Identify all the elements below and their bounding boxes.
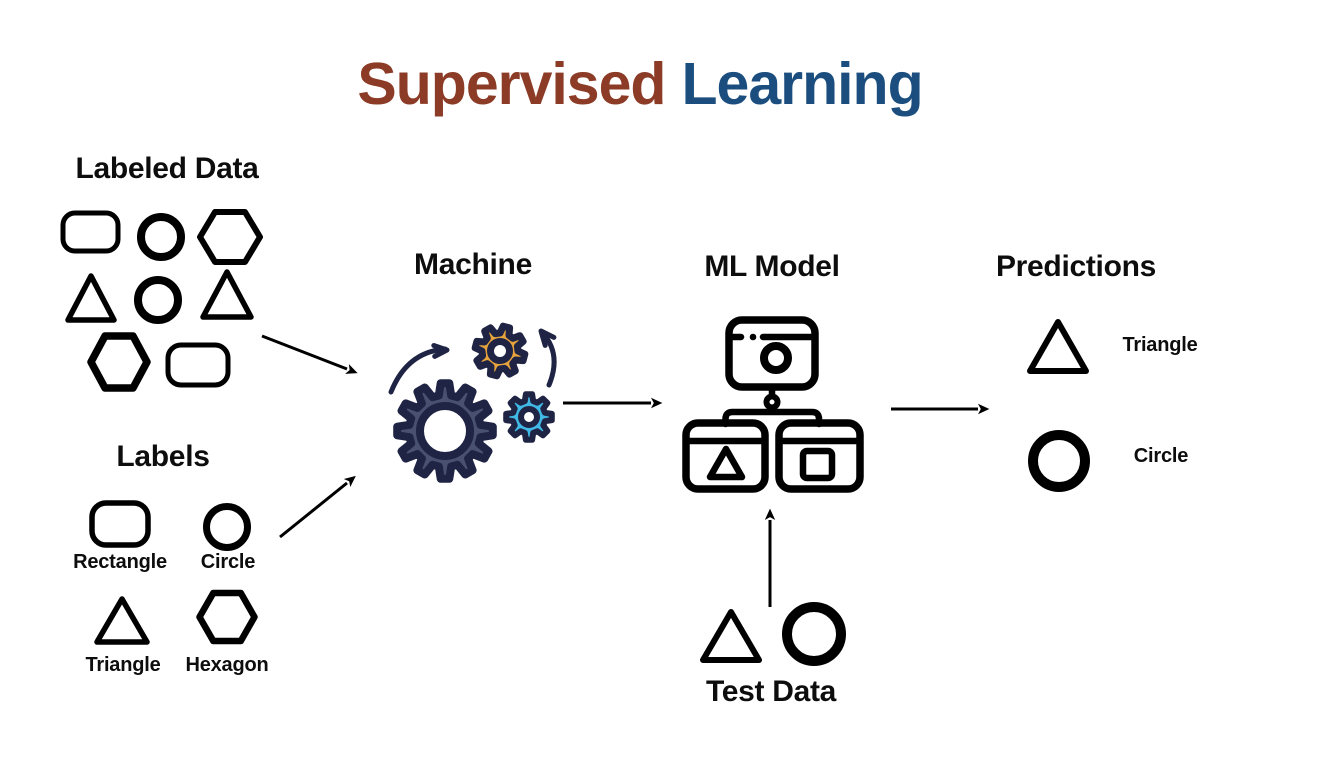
curved-arrow-left-head — [431, 343, 450, 359]
prediction-triangle-label: Triangle — [1122, 334, 1198, 356]
labels-heading: Labels — [116, 440, 210, 473]
circle-shape — [203, 503, 251, 551]
predictions-shapes — [1027, 319, 1090, 492]
hexagon-shape — [87, 332, 151, 392]
circle-shape-label: Circle — [200, 551, 256, 573]
arrow-labeled-data-to-machine — [261, 334, 358, 374]
model-top-node — [725, 316, 819, 391]
orange-gear-hole — [487, 338, 513, 364]
ml-model-heading: ML Model — [704, 250, 840, 283]
machine-heading: Machine — [414, 248, 532, 281]
labels-shapes — [89, 500, 258, 645]
model-left-node — [682, 419, 769, 493]
test-data-heading: Test Data — [705, 675, 837, 708]
rounded-rectangle-shape — [89, 500, 151, 548]
rounded-rectangle-shape — [165, 342, 231, 388]
labeled-data-shapes — [60, 209, 263, 392]
triangle-shape — [700, 609, 762, 663]
model-top-header-dot — [749, 333, 757, 341]
circle-shape — [137, 213, 185, 261]
page-title: Supervised Learning — [0, 55, 1299, 114]
rotation-arrows — [388, 328, 557, 395]
model-flowchart-icon — [682, 316, 864, 493]
rounded-rectangle-shape — [60, 210, 121, 254]
triangle-shape-label: Triangle — [85, 654, 161, 676]
model-lens-circle — [760, 342, 792, 374]
labeled-data-heading: Labeled Data — [75, 152, 259, 185]
title-word-supervised: Supervised — [357, 51, 666, 117]
model-branch-connector — [722, 408, 823, 428]
circle-shape — [134, 276, 182, 324]
circle-shape — [1028, 430, 1090, 492]
circle-shape — [782, 602, 846, 666]
rectangle-shape-label: Rectangle — [73, 551, 167, 573]
test-data-shapes — [700, 602, 846, 666]
model-right-node — [775, 419, 864, 493]
hexagon-shape — [197, 209, 263, 265]
curved-arrow-right-head — [538, 328, 557, 348]
triangle-shape — [1027, 319, 1089, 374]
blue-gear-hole — [518, 406, 540, 428]
flow-arrows — [261, 334, 990, 607]
gears-icon — [388, 322, 557, 483]
model-junction-node — [763, 393, 781, 411]
prediction-circle-label: Circle — [1133, 445, 1189, 467]
model-left-triangle — [706, 445, 746, 481]
title-word-learning: Learning — [681, 51, 923, 117]
triangle-shape — [94, 596, 150, 645]
arrow-labels-to-machine — [279, 475, 356, 539]
triangle-shape — [200, 269, 254, 320]
curved-arrow-left — [388, 346, 448, 395]
large-gear-hole — [416, 402, 474, 460]
hexagon-shape-label: Hexagon — [185, 654, 269, 676]
model-right-square — [799, 447, 836, 482]
triangle-shape — [65, 273, 117, 323]
hexagon-shape — [196, 589, 258, 645]
predictions-heading: Predictions — [995, 250, 1157, 283]
